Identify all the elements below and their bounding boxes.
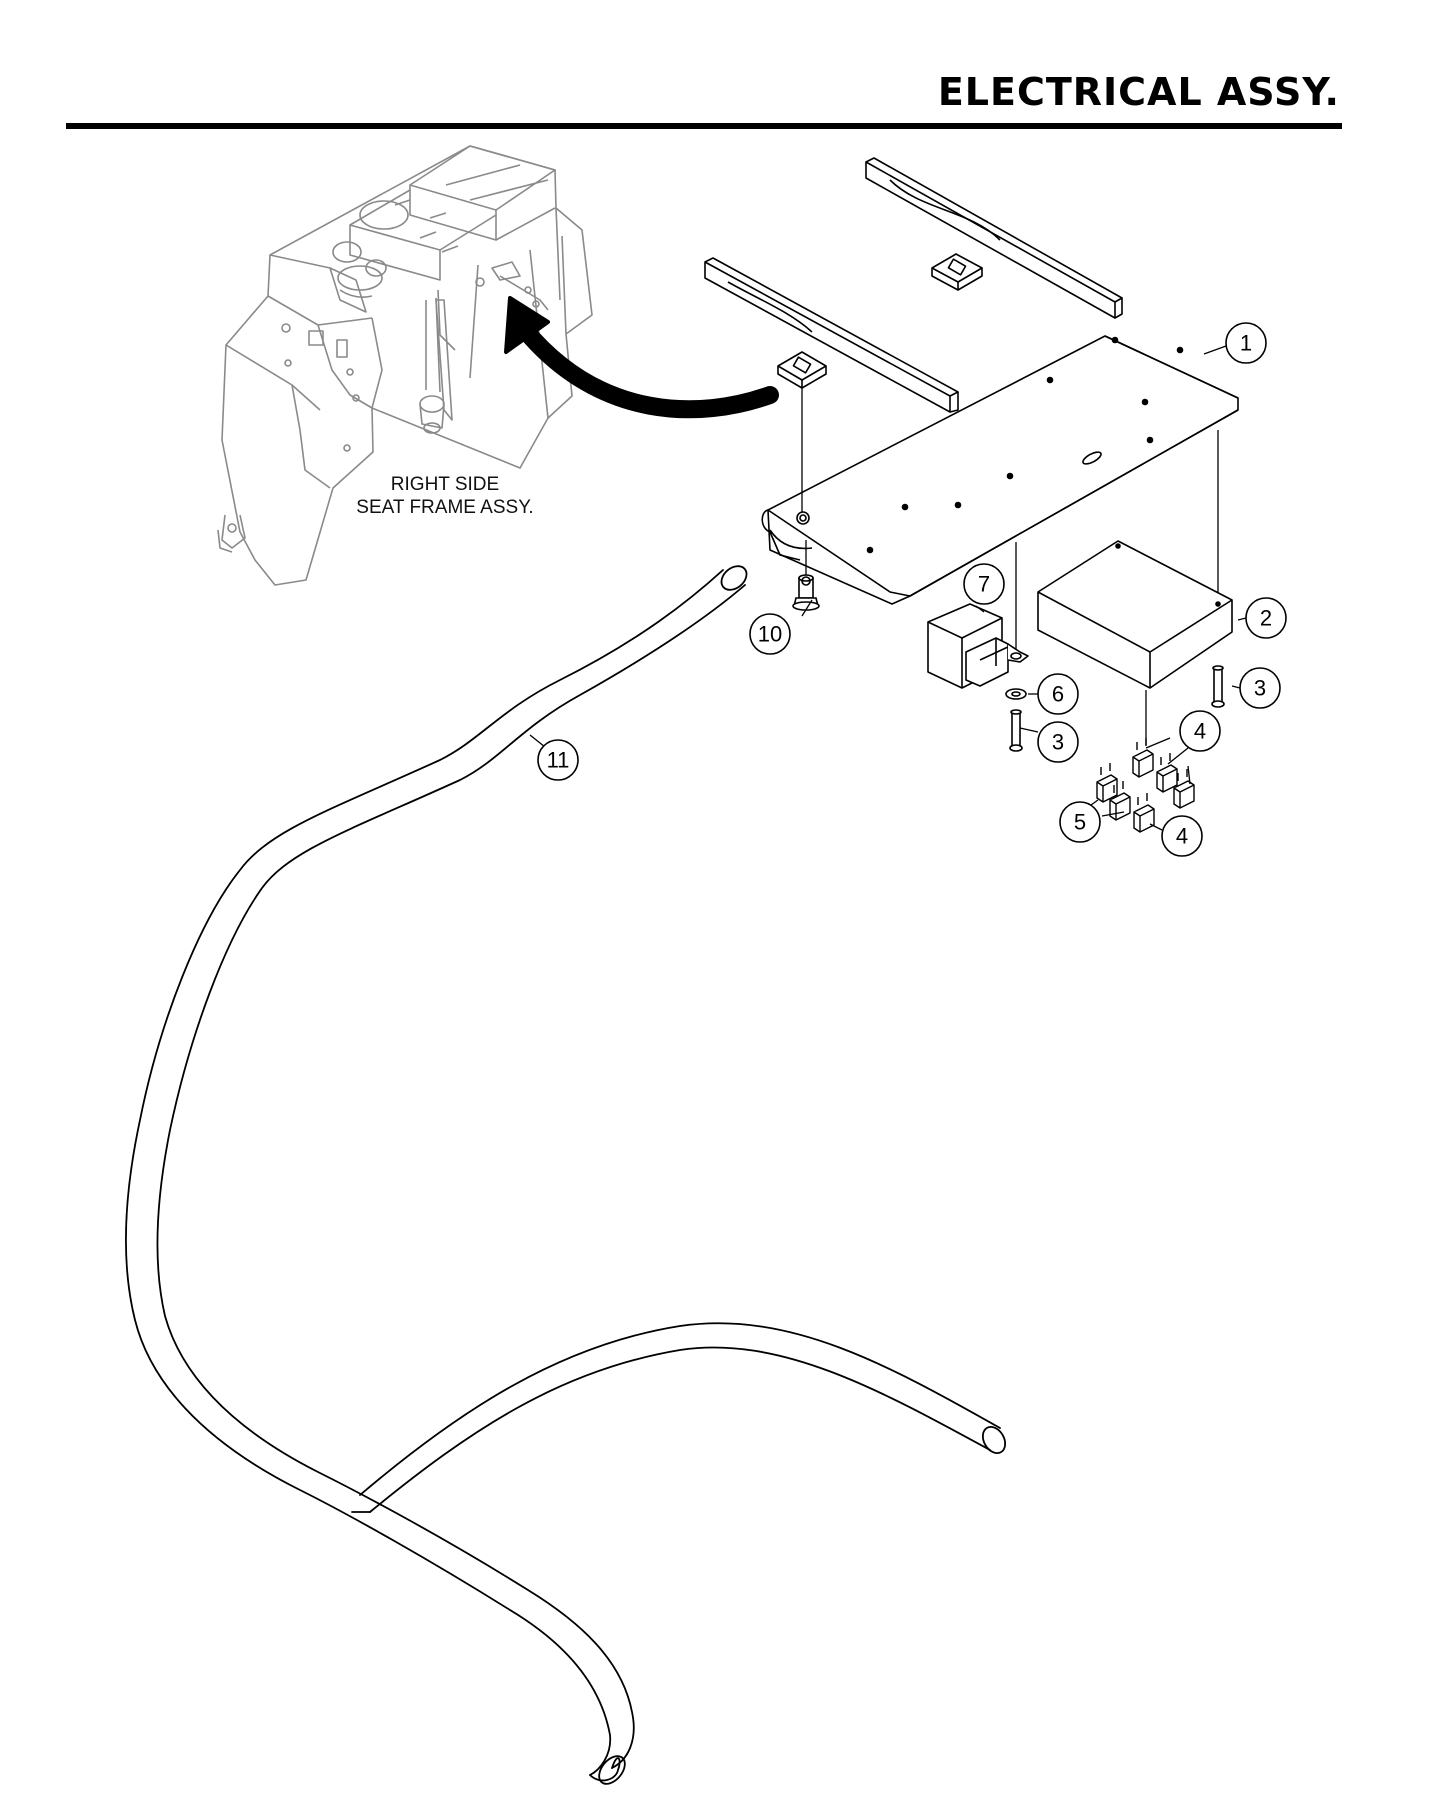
callout-10-label: 10	[758, 622, 782, 647]
alignment-lines	[801, 388, 1219, 745]
callout-4-bottom: 4	[1161, 815, 1203, 857]
callout-4-bottom-label: 4	[1176, 824, 1188, 849]
location-arrow	[504, 296, 779, 419]
screw-right	[1211, 665, 1225, 708]
flange-bolt	[792, 574, 820, 611]
callout-10: 10	[749, 613, 791, 655]
leader-lines	[529, 345, 1247, 831]
callout-11: 11	[537, 739, 579, 781]
callout-3-left-label: 3	[1052, 730, 1064, 755]
frame-caption-line1: RIGHT SIDE	[390, 474, 500, 495]
callout-6-label: 6	[1052, 682, 1064, 707]
seat-frame-assembly	[217, 145, 593, 586]
callout-1: 1	[1225, 322, 1267, 364]
washer	[1005, 688, 1027, 700]
callout-3-left: 3	[1037, 721, 1079, 763]
callout-5-label: 5	[1074, 810, 1086, 835]
fuse-box	[1037, 540, 1233, 689]
screw-left	[1009, 709, 1023, 752]
title-rule	[66, 123, 1342, 129]
relay	[927, 603, 1029, 689]
callout-7: 7	[963, 563, 1005, 605]
callout-11-label: 11	[547, 748, 570, 773]
callout-3-right-label: 3	[1254, 676, 1266, 701]
wire-harness	[125, 565, 1007, 1785]
callout-3-right: 3	[1239, 667, 1281, 709]
callout-6: 6	[1037, 673, 1079, 715]
callout-1-label: 1	[1240, 331, 1252, 356]
callout-4-top: 4	[1179, 710, 1221, 752]
callout-2-label: 2	[1260, 606, 1272, 631]
mounting-rails	[704, 157, 1123, 413]
frame-caption: RIGHT SIDE SEAT FRAME ASSY.	[330, 473, 560, 519]
callout-2: 2	[1245, 597, 1287, 639]
callout-5: 5	[1059, 801, 1101, 843]
callout-7-label: 7	[978, 572, 990, 597]
frame-caption-line2: SEAT FRAME ASSY.	[356, 497, 534, 518]
electrical-mounting-plate	[761, 335, 1239, 605]
callout-4-top-label: 4	[1194, 719, 1206, 744]
page-title: ELECTRICAL ASSY.	[937, 70, 1340, 114]
